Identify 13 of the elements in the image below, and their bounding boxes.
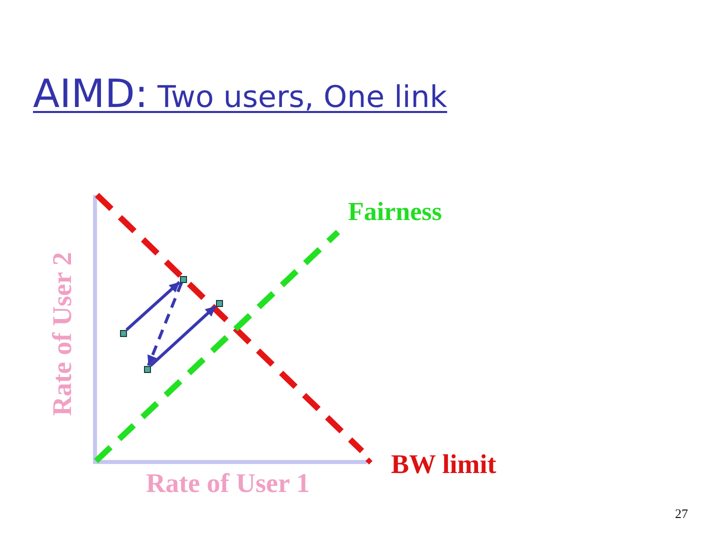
arrow	[126, 281, 180, 331]
axis-label: Rate of User 1	[146, 469, 310, 499]
page-number: 27	[675, 507, 688, 522]
point-marker	[144, 366, 150, 372]
arrow	[147, 282, 183, 366]
point-marker	[120, 330, 126, 336]
point-marker	[216, 300, 222, 306]
arrow	[149, 305, 217, 367]
fairness-label: Fairness	[348, 198, 442, 227]
bw-limit-label: BW limit	[391, 450, 496, 480]
slide-title: AIMD: Two users, One link	[33, 73, 448, 118]
axis-label: Rate of User 2	[48, 252, 78, 416]
point-marker	[180, 276, 186, 282]
